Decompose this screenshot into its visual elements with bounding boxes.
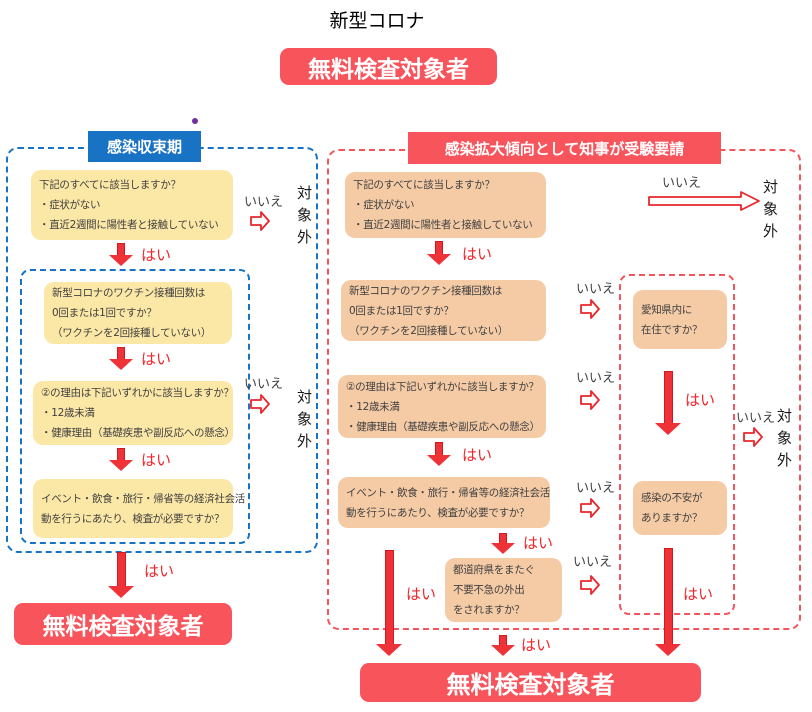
question-line: ・健康理由（基礎疾患や副反応への懸念） bbox=[346, 420, 540, 433]
question-line: ・直近2週間に陽性者と接触していない bbox=[353, 219, 533, 231]
question-box-activity-right: イベント・飲食・旅行・帰省等の経済社会活 動を行うにあたり、検査が必要ですか？ bbox=[338, 477, 550, 528]
yes-label: はい bbox=[685, 391, 716, 409]
question-line: ・12歳未満 bbox=[41, 407, 95, 419]
down-arrow-icon bbox=[109, 243, 133, 266]
question-box-travel: 都道府県をまたぐ 不要不急の外出 をされますか？ bbox=[445, 558, 562, 622]
yes-label: はい bbox=[462, 446, 493, 464]
question-line: ・直近2週間に陽性者と接触していない bbox=[39, 219, 219, 231]
question-line: ②の理由は下記いずれかに該当しますか？ bbox=[346, 380, 539, 393]
question-line: 新型コロナのワクチン接種回数は bbox=[349, 284, 502, 297]
no-label: いいえ bbox=[576, 371, 616, 386]
long-down-arrow-icon bbox=[655, 548, 681, 656]
right-arrow-icon bbox=[580, 299, 600, 319]
question-line: ・12歳未満 bbox=[346, 400, 400, 413]
no-label: いいえ bbox=[244, 195, 284, 210]
long-down-arrow-icon bbox=[375, 550, 403, 656]
no-label: いいえ bbox=[736, 411, 776, 426]
yes-label: はい bbox=[683, 585, 714, 603]
free-test-target-badge-top: 無料検査対象者 bbox=[280, 48, 497, 85]
question-line: イベント・飲食・旅行・帰省等の経済社会活 bbox=[346, 486, 550, 499]
yes-label: はい bbox=[521, 636, 552, 654]
question-line: 新型コロナのワクチン接種回数は bbox=[52, 287, 205, 299]
expansion-header: 感染拡大傾向として知事が受験要請 bbox=[408, 132, 721, 164]
question-line: （ワクチンを2回接種していない） bbox=[349, 324, 509, 337]
no-label: いいえ bbox=[662, 176, 702, 191]
right-arrow-icon bbox=[580, 498, 600, 518]
right-arrow-icon bbox=[743, 427, 763, 447]
question-line: （ワクチンを2回接種していない） bbox=[52, 327, 212, 339]
excluded-label: 対象外 bbox=[296, 388, 312, 450]
down-arrow-icon bbox=[427, 241, 451, 265]
down-arrow-icon bbox=[107, 552, 135, 598]
expansion-sub-outline bbox=[619, 274, 735, 615]
question-line: をされますか？ bbox=[453, 604, 525, 616]
question-box-conditions-right: 下記のすべてに該当しますか？ ・症状がない ・直近2週間に陽性者と接触していない bbox=[345, 172, 546, 238]
question-line: ・健康理由（基礎疾患や副反応への懸念） bbox=[41, 427, 235, 439]
question-line: 都道府県をまたぐ bbox=[453, 564, 535, 576]
stray-dot bbox=[192, 118, 198, 124]
page-title: 新型コロナ bbox=[329, 10, 425, 32]
convergence-header: 感染収束期 bbox=[88, 131, 201, 162]
right-arrow-icon bbox=[580, 575, 600, 595]
question-line: 下記のすべてに該当しますか？ bbox=[39, 179, 181, 191]
convergence-inner-outline bbox=[20, 269, 250, 544]
right-arrow-icon bbox=[580, 390, 600, 410]
yes-label: はい bbox=[141, 246, 172, 264]
yes-label: はい bbox=[141, 350, 172, 368]
question-line: 動を行うにあたり、検査が必要ですか？ bbox=[41, 512, 225, 525]
no-label: いいえ bbox=[244, 377, 284, 392]
long-down-arrow-icon bbox=[655, 371, 681, 435]
free-test-target-badge-right: 無料検査対象者 bbox=[360, 663, 701, 702]
question-box-reason-left: ②の理由は下記いずれかに該当しますか？ ・12歳未満 ・健康理由（基礎疾患や副反… bbox=[33, 381, 235, 445]
question-line: イベント・飲食・旅行・帰省等の経済社会活 bbox=[41, 492, 245, 505]
excluded-label: 対象外 bbox=[296, 184, 312, 246]
down-arrow-icon bbox=[491, 533, 515, 554]
question-line: ②の理由は下記いずれかに該当しますか？ bbox=[41, 387, 234, 399]
question-line: 下記のすべてに該当しますか？ bbox=[353, 179, 495, 191]
long-right-arrow-icon bbox=[648, 191, 760, 211]
question-box-reason-right: ②の理由は下記いずれかに該当しますか？ ・12歳未満 ・健康理由（基礎疾患や副反… bbox=[338, 375, 546, 438]
down-arrow-icon bbox=[109, 347, 133, 370]
yes-label: はい bbox=[462, 245, 493, 263]
question-line: 愛知県内に bbox=[641, 303, 692, 316]
no-label: いいえ bbox=[576, 481, 616, 496]
yes-label: はい bbox=[144, 562, 175, 580]
question-line: ・症状がない bbox=[353, 199, 415, 211]
down-arrow-icon bbox=[109, 448, 133, 471]
down-arrow-icon bbox=[491, 635, 515, 656]
question-line: ・症状がない bbox=[39, 199, 101, 211]
yes-label: はい bbox=[406, 585, 437, 603]
yes-label: はい bbox=[523, 534, 554, 552]
question-line: 感染の不安が bbox=[641, 492, 703, 504]
question-line: 在住ですか？ bbox=[641, 323, 703, 336]
question-box-anxiety: 感染の不安が ありますか？ bbox=[633, 481, 727, 535]
down-arrow-icon bbox=[427, 442, 451, 466]
question-box-activity-left: イベント・飲食・旅行・帰省等の経済社会活 動を行うにあたり、検査が必要ですか？ bbox=[33, 479, 245, 538]
question-line: ありますか？ bbox=[641, 512, 703, 524]
question-line: 0回または1回ですか？ bbox=[349, 304, 454, 317]
no-label: いいえ bbox=[576, 282, 616, 297]
question-box-conditions-left: 下記のすべてに該当しますか？ ・症状がない ・直近2週間に陽性者と接触していない bbox=[31, 170, 233, 240]
excluded-label: 対象外 bbox=[776, 407, 792, 469]
right-arrow-icon bbox=[250, 211, 270, 231]
no-label: いいえ bbox=[573, 555, 613, 570]
question-box-vaccine-left: 新型コロナのワクチン接種回数は 0回または1回ですか？ （ワクチンを2回接種して… bbox=[44, 282, 232, 344]
question-line: 0回または1回ですか？ bbox=[52, 307, 157, 319]
yes-label: はい bbox=[141, 451, 172, 469]
right-arrow-icon bbox=[250, 394, 270, 414]
question-box-vaccine-right: 新型コロナのワクチン接種回数は 0回または1回ですか？ （ワクチンを2回接種して… bbox=[341, 280, 546, 341]
question-line: 不要不急の外出 bbox=[453, 584, 525, 596]
question-box-residence: 愛知県内に 在住ですか？ bbox=[633, 290, 727, 349]
excluded-label: 対象外 bbox=[762, 178, 778, 240]
question-line: 動を行うにあたり、検査が必要ですか？ bbox=[346, 506, 530, 519]
free-test-target-badge-left: 無料検査対象者 bbox=[14, 603, 232, 645]
